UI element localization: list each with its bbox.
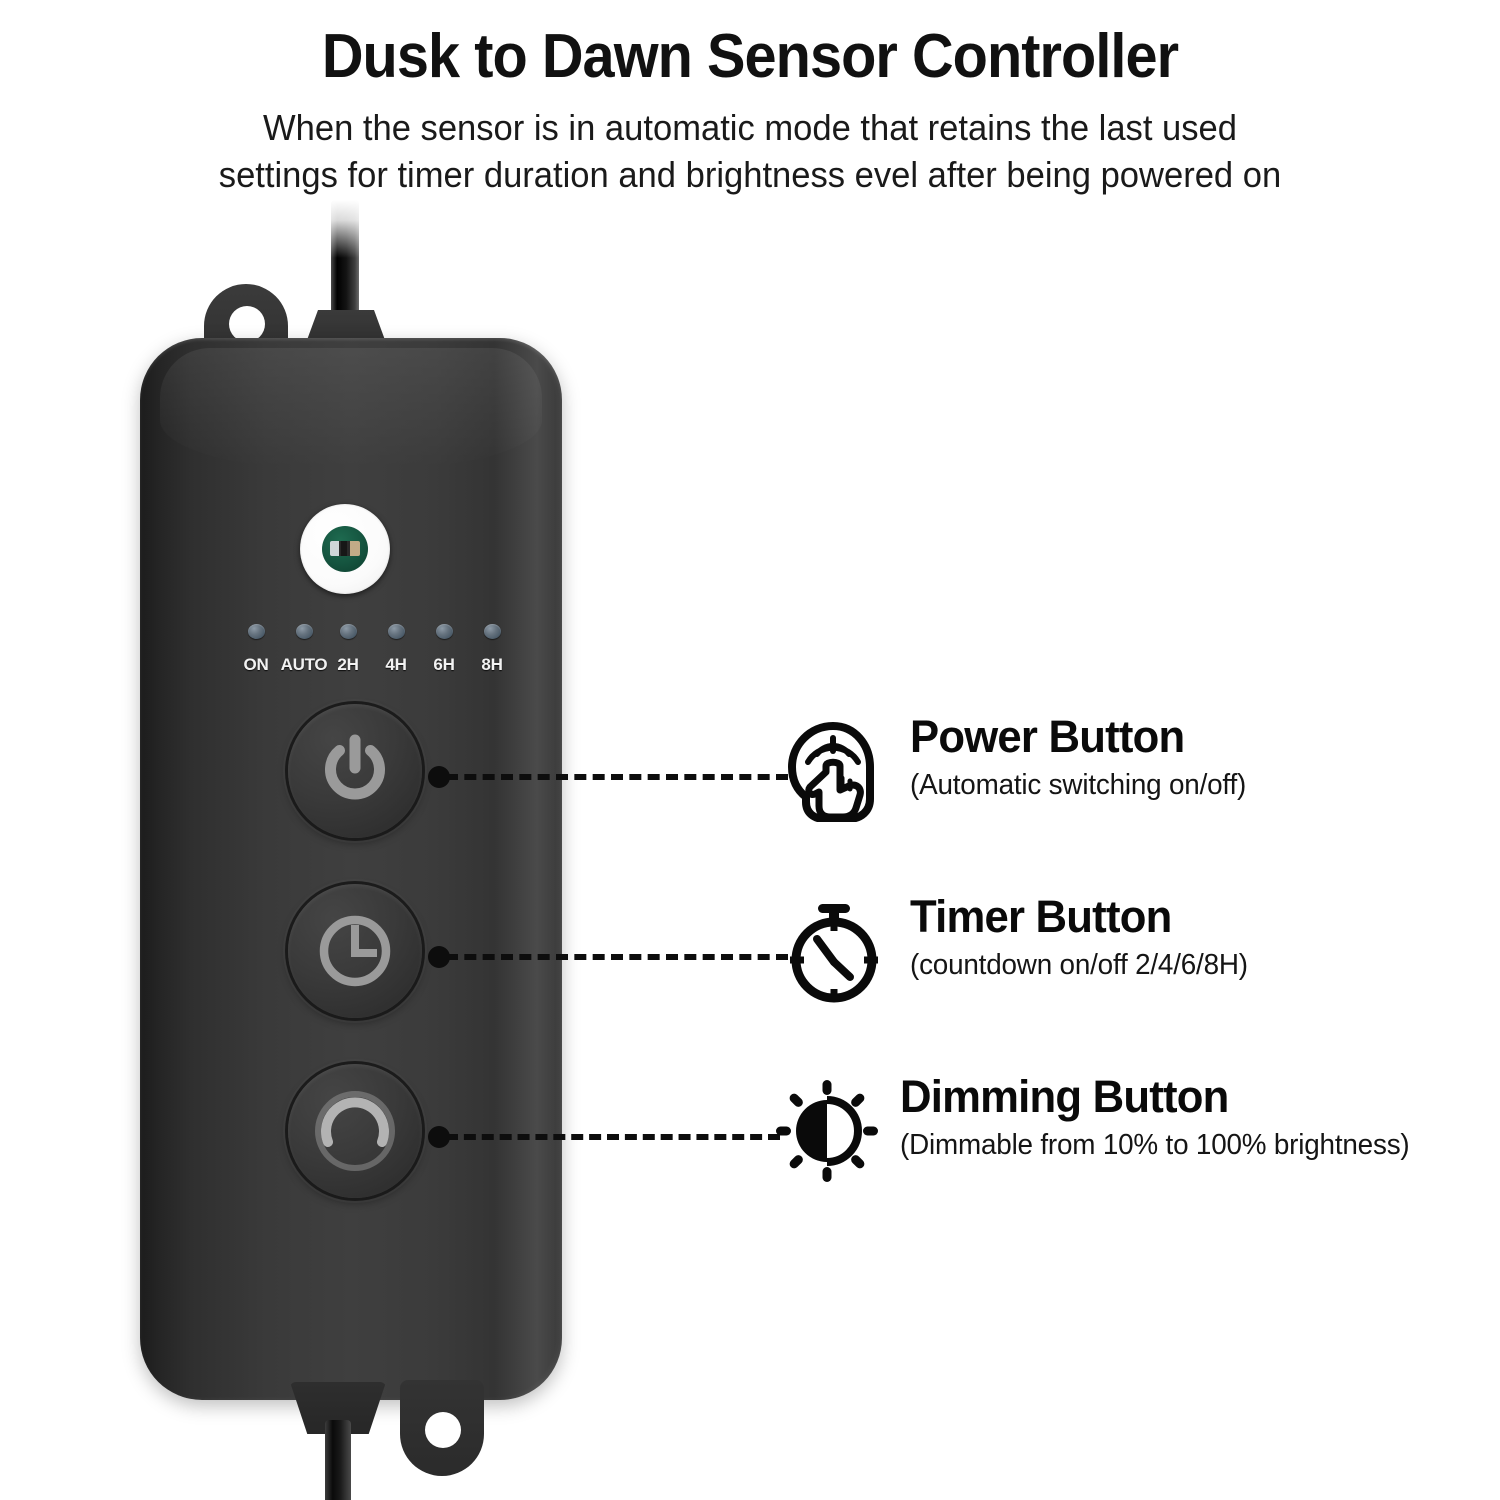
led-label-row: ON AUTO 2H 4H 6H 8H — [232, 655, 503, 679]
mounting-hole-top-icon — [229, 306, 265, 342]
led-label-2h: 2H — [337, 655, 359, 674]
header: Dusk to Dawn Sensor Controller When the … — [0, 0, 1500, 199]
callout-timer-title: Timer Button — [910, 891, 1172, 942]
led-label-group-timer: 2H 4H 6H 8H — [324, 655, 516, 675]
led-indicator-row — [232, 624, 501, 648]
callout-dimming-subtitle: (Dimmable from 10% to 100% brightness) — [900, 1128, 1410, 1161]
led-8h — [468, 624, 516, 639]
led-label-on: ON — [243, 655, 269, 674]
led-label-group-mode: ON AUTO — [232, 655, 328, 675]
half-sun-brightness-icon — [776, 1074, 878, 1182]
led-group-mode — [232, 624, 328, 639]
cable-fade-overlay — [325, 200, 365, 258]
led-on — [232, 624, 280, 639]
callout-timer-subtitle: (countdown on/off 2/4/6/8H) — [910, 948, 1248, 981]
led-label-auto: AUTO — [280, 655, 328, 674]
power-symbol-icon — [325, 734, 385, 800]
dimming-button[interactable] — [288, 1064, 422, 1198]
subtitle-line-1: When the sensor is in automatic mode tha… — [263, 107, 1237, 149]
led-auto — [280, 624, 328, 639]
connector-dashed-line — [446, 1134, 780, 1140]
power-button[interactable] — [288, 704, 422, 838]
clock-icon — [319, 915, 391, 987]
callout-timer-text: Timer Button (countdown on/off 2/4/6/8H) — [888, 894, 1262, 983]
led-label-8h: 8H — [481, 655, 503, 674]
connector-dot-icon — [428, 766, 450, 788]
photocell-icon — [330, 541, 360, 556]
power-cable-bottom — [325, 1420, 351, 1500]
mounting-hole-bottom-icon — [425, 1412, 461, 1448]
subtitle-line-2: settings for timer duration and brightne… — [218, 153, 1282, 195]
callout-dimming-text: Dimming Button (Dimmable from 10% to 100… — [878, 1074, 1431, 1163]
led-2h — [324, 624, 372, 639]
led-dot-icon — [339, 624, 357, 639]
callout-dimming: Dimming Button (Dimmable from 10% to 100… — [776, 1074, 1431, 1182]
led-group-timer — [324, 624, 516, 639]
callout-connector-timer — [428, 942, 788, 968]
callout-connector-power — [428, 762, 788, 788]
hand-tap-power-icon — [786, 714, 888, 822]
callout-timer: Timer Button (countdown on/off 2/4/6/8H) — [786, 894, 1262, 1004]
callout-power-title: Power Button — [910, 711, 1185, 762]
callout-connector-dimming — [428, 1122, 780, 1148]
led-dot-icon — [295, 624, 313, 639]
connector-dot-icon — [428, 1126, 450, 1148]
connector-dot-icon — [428, 946, 450, 968]
connector-dashed-line — [446, 954, 788, 960]
callout-power: Power Button (Automatic switching on/off… — [786, 714, 1260, 822]
callout-power-subtitle: (Automatic switching on/off) — [910, 768, 1247, 801]
callout-dimming-title: Dimming Button — [900, 1071, 1229, 1122]
led-label-4h: 4H — [385, 655, 407, 674]
page-subtitle: When the sensor is in automatic mode tha… — [30, 105, 1470, 199]
led-dot-icon — [247, 624, 265, 639]
page-title: Dusk to Dawn Sensor Controller — [321, 22, 1179, 91]
led-dot-icon — [435, 624, 453, 639]
device-body — [140, 338, 562, 1400]
timer-button[interactable] — [288, 884, 422, 1018]
connector-dashed-line — [446, 774, 788, 780]
led-dot-icon — [483, 624, 501, 639]
led-6h — [420, 624, 468, 639]
led-label-6h: 6H — [433, 655, 455, 674]
led-4h — [372, 624, 420, 639]
stopwatch-icon — [786, 894, 888, 1004]
callout-power-text: Power Button (Automatic switching on/off… — [888, 714, 1260, 803]
device-illustration: ON AUTO 2H 4H 6H 8H — [140, 200, 788, 1500]
led-dot-icon — [387, 624, 405, 639]
dimmer-arc-icon — [315, 1091, 395, 1171]
